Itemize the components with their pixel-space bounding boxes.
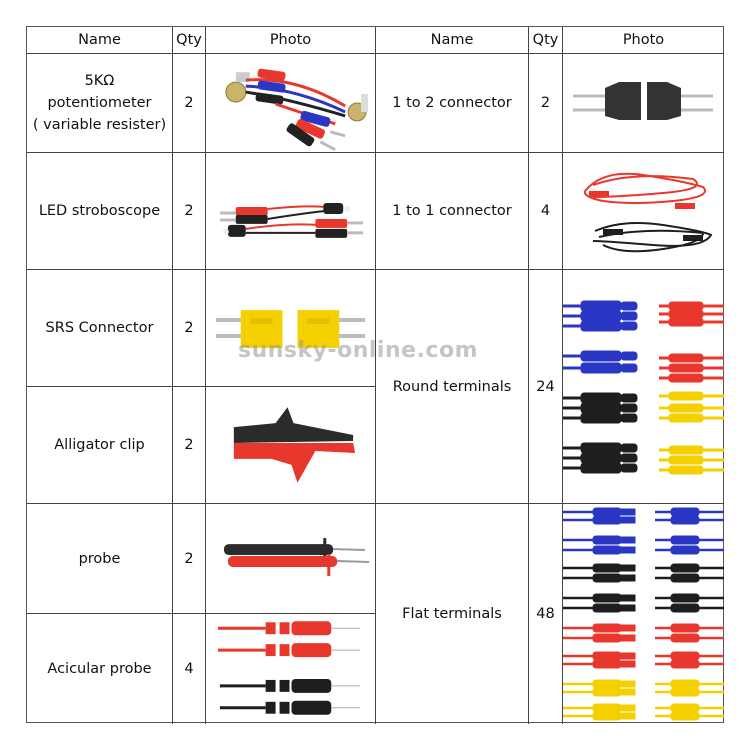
alligator-clip-name: Alligator clip <box>54 437 145 453</box>
row-alligator-clip-qty: 2 <box>173 387 206 504</box>
acicular-probe-photo <box>206 614 376 724</box>
srs-connector-name: SRS Connector <box>45 320 154 336</box>
header-name-right-label: Name <box>430 32 474 48</box>
led-stroboscope-photo <box>206 153 376 270</box>
potentiometer-name-line2: potentiometer <box>47 95 152 111</box>
1-to-2-connector-name: 1 to 2 connector <box>392 95 512 111</box>
1-to-2-connector-image <box>573 81 713 120</box>
flat-terminals-qty-value: 48 <box>536 606 555 622</box>
alligator-clip-qty-value: 2 <box>184 437 194 453</box>
probe-name: probe <box>78 550 121 567</box>
header-name-left: Name <box>27 27 173 54</box>
flat-terminals-photo <box>563 504 724 724</box>
row-flat-terminals-qty: 48 <box>529 504 563 724</box>
alligator-clip-image <box>233 406 356 483</box>
row-acicular-probe-qty: 4 <box>173 614 206 724</box>
led-stroboscope-qty-value: 2 <box>184 203 194 219</box>
row-potentiometer-qty: 2 <box>173 54 206 153</box>
row-1-to-1-connector-qty: 4 <box>529 153 563 270</box>
led-stroboscope-name: LED stroboscope <box>38 203 161 219</box>
row-alligator-clip-name: Alligator clip <box>27 387 173 504</box>
srs-connector-qty-value: 2 <box>184 320 194 336</box>
row-1-to-2-connector-qty: 2 <box>529 54 563 153</box>
header-qty-left: Qty <box>173 27 206 54</box>
header-qty-right: Qty <box>529 27 563 54</box>
header-photo-right-label: Photo <box>622 32 665 48</box>
header-qty-right-label: Qty <box>532 32 559 48</box>
row-1-to-1-connector-name: 1 to 1 connector <box>376 153 529 270</box>
header-qty-left-label: Qty <box>176 32 202 48</box>
round-terminals-qty-value: 24 <box>536 378 555 395</box>
1-to-2-connector-photo <box>563 54 724 153</box>
row-probe-name: probe <box>27 504 173 614</box>
row-srs-connector-name: SRS Connector <box>27 270 173 387</box>
srs-connector-photo <box>206 270 376 387</box>
acicular-probe-image <box>217 621 361 715</box>
row-round-terminals-name: Round terminals <box>376 270 529 504</box>
led-stroboscope-image <box>219 202 364 238</box>
row-probe-qty: 2 <box>173 504 206 614</box>
probe-photo <box>206 504 376 614</box>
potentiometer-leads-photo <box>206 54 376 153</box>
probe-qty-value: 2 <box>184 550 194 567</box>
1-to-1-connector-image <box>583 172 713 252</box>
potentiometer-name-line1: 5KΩ <box>84 73 115 89</box>
row-led-stroboscope-qty: 2 <box>173 153 206 270</box>
row-led-stroboscope-name: LED stroboscope <box>27 153 173 270</box>
header-photo-left: Photo <box>206 27 376 54</box>
round-terminals-image <box>563 299 724 475</box>
header-photo-left-label: Photo <box>269 32 312 48</box>
probe-image <box>223 537 370 576</box>
row-flat-terminals-name: Flat terminals <box>376 504 529 724</box>
row-potentiometer-name: 5KΩ potentiometer ( variable resister) <box>27 54 173 153</box>
round-terminals-photo <box>563 270 724 504</box>
1-to-1-connector-qty-value: 4 <box>540 203 551 219</box>
product-parts-table: Name Qty Photo Name Qty Photo 5KΩ potent… <box>26 26 724 724</box>
acicular-probe-qty-value: 4 <box>184 661 194 677</box>
potentiometer-leads-image <box>225 68 369 151</box>
acicular-probe-name: Acicular probe <box>47 661 152 677</box>
potentiometer-name-line3: ( variable resister) <box>32 117 167 133</box>
row-round-terminals-qty: 24 <box>529 270 563 504</box>
alligator-clip-photo <box>206 387 376 504</box>
potentiometer-qty-value: 2 <box>184 95 194 111</box>
round-terminals-name: Round terminals <box>392 378 512 395</box>
flat-terminals-image <box>563 506 724 722</box>
header-name-left-label: Name <box>78 32 121 48</box>
flat-terminals-name: Flat terminals <box>402 606 502 622</box>
row-1-to-2-connector-name: 1 to 2 connector <box>376 54 529 153</box>
1-to-1-connector-name: 1 to 1 connector <box>392 203 512 219</box>
header-photo-right: Photo <box>563 27 724 54</box>
header-name-right: Name <box>376 27 529 54</box>
row-acicular-probe-name: Acicular probe <box>27 614 173 724</box>
1-to-1-connector-photo <box>563 153 724 270</box>
srs-connector-image <box>215 309 366 348</box>
row-srs-connector-qty: 2 <box>173 270 206 387</box>
1-to-2-connector-qty-value: 2 <box>540 95 551 111</box>
